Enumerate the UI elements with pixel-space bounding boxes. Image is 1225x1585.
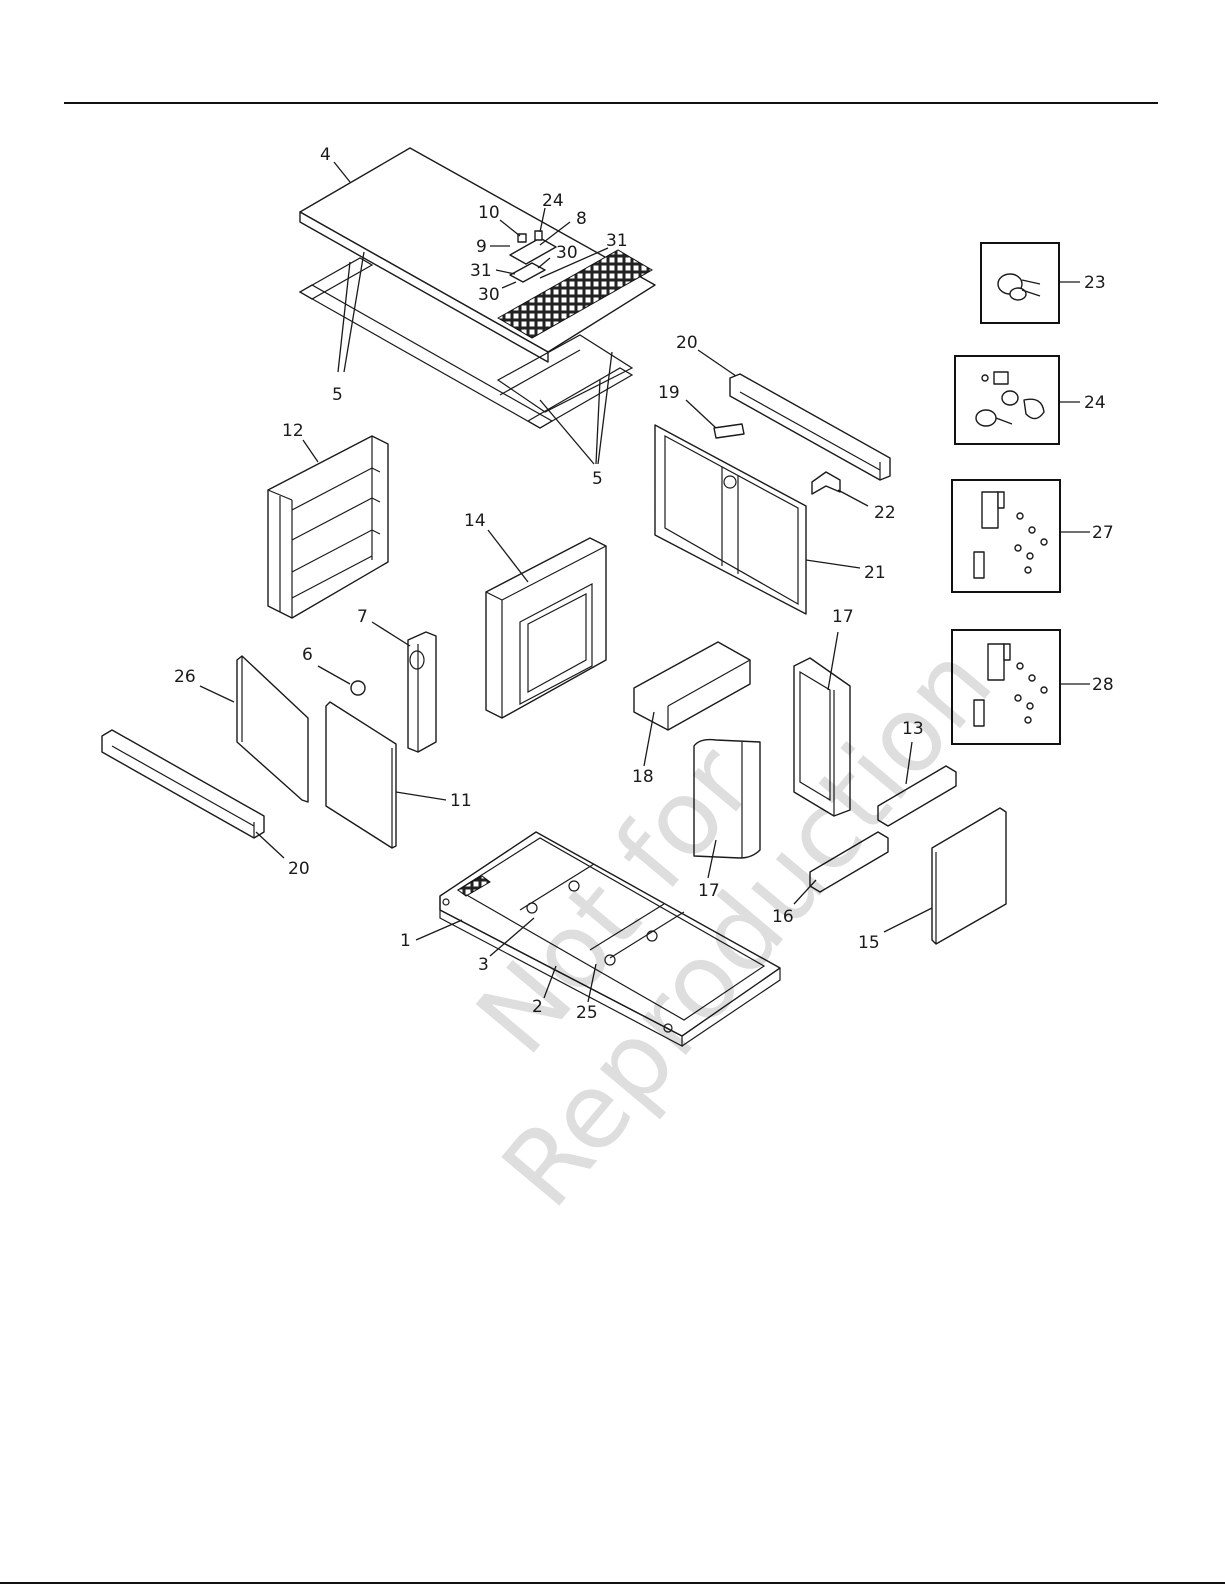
part-round-grille <box>351 681 365 695</box>
part-base-frame <box>440 832 780 1046</box>
part-lower-rail <box>102 730 264 838</box>
callout-17-center: 17 <box>698 881 720 901</box>
callout-5-right: 5 <box>592 469 603 489</box>
callout-16: 16 <box>772 907 794 927</box>
part-side-frame <box>794 658 850 816</box>
part-small-plate <box>714 424 744 438</box>
callout-13: 13 <box>902 719 924 739</box>
part-curved-panel <box>694 740 760 858</box>
kit-box-24 <box>955 356 1059 444</box>
callout-2: 2 <box>532 997 543 1017</box>
callout-30-left: 30 <box>478 285 500 305</box>
callout-24-box: 24 <box>1084 393 1106 413</box>
callout-18: 18 <box>632 767 654 787</box>
callout-20-top: 20 <box>676 333 698 353</box>
callout-17-right: 17 <box>832 607 854 627</box>
callout-10: 10 <box>478 203 500 223</box>
callout-21: 21 <box>864 563 886 583</box>
part-trough <box>634 642 750 730</box>
callout-22: 22 <box>874 503 896 523</box>
part-door-panel <box>326 702 396 848</box>
part-side-panel-left <box>237 656 308 802</box>
callout-28: 28 <box>1092 675 1114 695</box>
part-side-panel-right <box>932 808 1006 944</box>
callout-31-left: 31 <box>470 261 492 281</box>
callout-1: 1 <box>400 931 411 951</box>
callout-14: 14 <box>464 511 486 531</box>
callout-20-bottom: 20 <box>288 859 310 879</box>
callout-3: 3 <box>478 955 489 975</box>
callout-24-top: 24 <box>542 191 564 211</box>
callout-31-top: 31 <box>606 231 628 251</box>
part-upper-rail <box>730 374 890 480</box>
callout-6: 6 <box>302 645 313 665</box>
callout-12: 12 <box>282 421 304 441</box>
callout-19: 19 <box>658 383 680 403</box>
callout-8: 8 <box>576 209 587 229</box>
callout-15: 15 <box>858 933 880 953</box>
callout-25: 25 <box>576 1003 598 1023</box>
callout-23: 23 <box>1084 273 1106 293</box>
bottom-rule <box>0 1582 1225 1584</box>
callout-4: 4 <box>320 145 331 165</box>
part-column <box>408 632 436 752</box>
callout-5-left: 5 <box>332 385 343 405</box>
part-shelf-rack <box>268 436 388 618</box>
kit-box-27 <box>952 480 1060 592</box>
callout-7: 7 <box>357 607 368 627</box>
part-bracket <box>812 472 840 494</box>
part-front-frame <box>655 425 806 614</box>
callout-30-top: 30 <box>556 243 578 263</box>
part-kick-plate <box>810 832 888 892</box>
kit-box-28 <box>952 630 1060 744</box>
callout-27: 27 <box>1092 523 1114 543</box>
part-back-panel <box>486 538 606 718</box>
part-short-rail <box>878 766 956 826</box>
callout-26: 26 <box>174 667 196 687</box>
callout-9: 9 <box>476 237 487 257</box>
callout-11: 11 <box>450 791 472 811</box>
kit-box-23 <box>981 243 1059 323</box>
